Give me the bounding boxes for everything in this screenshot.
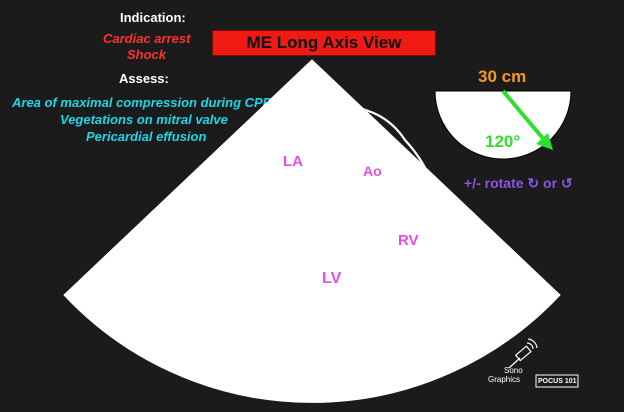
heart-outline (238, 106, 441, 363)
heart-outer-wall (238, 106, 438, 363)
angle-label: 120° (485, 132, 521, 151)
depth-label: 30 cm (478, 67, 527, 86)
rotate-text: +/- rotate (464, 175, 524, 191)
assess-item: Pericardial effusion (86, 129, 207, 144)
probe-angle-arrowhead (536, 133, 553, 150)
view-title-banner: ME Long Axis View (212, 30, 436, 56)
assess-item: Area of maximal compression during CPR (12, 95, 273, 110)
pocus-logo-box (535, 374, 579, 388)
assess-heading: Assess: (119, 71, 169, 86)
lv-mid-wall (259, 175, 282, 311)
probe-angle-semicircle (434, 90, 572, 160)
rotate-counterclockwise-icon: ↺ (560, 175, 573, 191)
label-rv: RV (398, 232, 419, 249)
logo-brand-top: Sono (504, 366, 523, 375)
rv-outer (385, 199, 441, 285)
rotate-or-text: or (543, 175, 558, 191)
ao-inner (345, 150, 384, 187)
assess-item: Vegetations on mitral valve (60, 112, 228, 127)
septum-line (321, 181, 347, 188)
indication-item: Cardiac arrest (103, 31, 191, 46)
sonographics-probe-icon (508, 338, 538, 369)
logo-pocus: POCUS 101 (538, 378, 577, 385)
rotate-instruction: +/- rotate ↻ or ↺ (464, 175, 573, 192)
mitral-leaflet (310, 179, 343, 197)
rotate-clockwise-icon: ↻ (527, 175, 540, 191)
logo-brand-bottom: Graphics (488, 375, 521, 384)
ao-outer (337, 138, 394, 198)
indication-heading: Indication: (120, 10, 186, 25)
label-ao: Ao (363, 163, 382, 179)
probe-angle-arrow (501, 89, 548, 144)
ultrasound-sector (63, 59, 561, 403)
lv-inner (270, 185, 394, 344)
label-lv: LV (322, 270, 342, 287)
indication-item: Shock (127, 47, 167, 62)
rv-inner (390, 206, 434, 276)
label-la: LA (283, 153, 303, 170)
